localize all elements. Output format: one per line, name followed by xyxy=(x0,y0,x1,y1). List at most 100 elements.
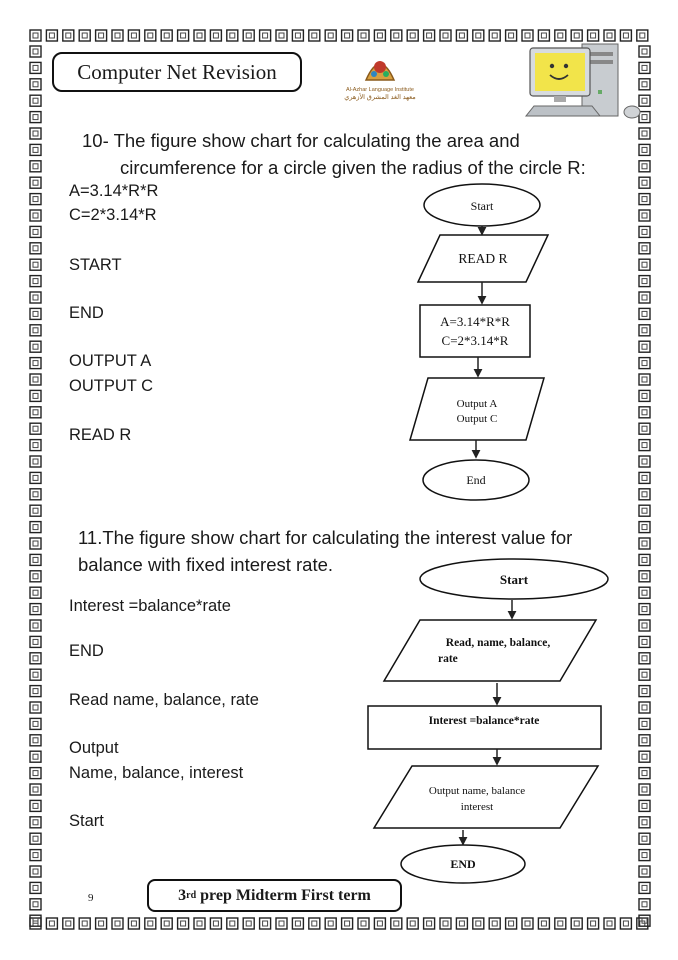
border-tile xyxy=(29,324,42,337)
border-tile xyxy=(29,422,42,435)
border-tile xyxy=(638,438,651,452)
grade-suffix: rd xyxy=(186,890,197,901)
border-tile xyxy=(29,143,42,157)
border-tile xyxy=(308,29,321,42)
border-tile xyxy=(258,917,272,930)
border-tile xyxy=(570,917,583,930)
border-tile xyxy=(638,209,651,222)
step-item: OUTPUT A xyxy=(69,352,152,370)
border-tile xyxy=(193,917,206,930)
border-tile xyxy=(340,29,354,42)
border-tile xyxy=(29,176,42,189)
border-tile xyxy=(638,160,651,173)
border-tile xyxy=(638,668,651,681)
flowchart-process-box xyxy=(419,304,531,358)
border-tile xyxy=(29,291,42,304)
border-tile xyxy=(521,29,534,42)
border-tile xyxy=(638,61,651,75)
border-tile xyxy=(29,750,42,763)
border-tile xyxy=(638,373,651,386)
question-text: The figure show chart for calculating th… xyxy=(113,130,520,151)
flowchart-read-label: rate xyxy=(438,653,458,665)
border-tile xyxy=(638,225,651,239)
step-item: Interest =balance*rate xyxy=(69,597,231,615)
border-tile xyxy=(29,914,42,927)
border-tile xyxy=(29,537,42,550)
border-tile xyxy=(619,29,633,42)
border-tile xyxy=(638,799,651,813)
border-tile xyxy=(29,356,42,370)
border-tile xyxy=(127,917,141,930)
border-tile xyxy=(638,553,651,567)
border-tile xyxy=(586,917,600,930)
border-tile xyxy=(638,783,651,796)
border-tile xyxy=(209,917,223,930)
step-item: Start xyxy=(69,812,104,830)
border-tile xyxy=(242,917,255,930)
flowchart-end-label: End xyxy=(466,473,485,487)
border-tile xyxy=(29,832,42,845)
border-tile xyxy=(324,29,337,42)
flowchart-input-parallelogram xyxy=(382,619,598,682)
border-tile xyxy=(439,917,452,930)
border-tile xyxy=(638,78,651,91)
question-number: 11. xyxy=(78,527,103,548)
border-tile xyxy=(193,29,206,42)
flowchart-end-terminator xyxy=(400,844,526,884)
border-tile xyxy=(638,865,651,878)
border-tile xyxy=(29,504,42,517)
flowchart-process-label: C=2*3.14*R xyxy=(442,333,509,348)
border-tile xyxy=(291,917,305,930)
border-tile xyxy=(29,110,42,124)
border-tile xyxy=(488,917,501,930)
border-tile xyxy=(176,917,190,930)
border-tile xyxy=(226,917,239,930)
border-tile xyxy=(586,29,600,42)
border-tile xyxy=(638,422,651,435)
border-tile xyxy=(638,586,651,599)
border-tile xyxy=(488,29,501,42)
border-tile xyxy=(29,242,42,255)
flowchart-output-parallelogram xyxy=(409,377,545,441)
flowchart-read-label: Read, name, balance, xyxy=(446,637,551,649)
border-tile xyxy=(638,848,651,862)
border-tile xyxy=(29,619,42,632)
border-tile xyxy=(29,635,42,649)
border-tile xyxy=(554,29,567,42)
border-tile xyxy=(638,750,651,763)
border-tile xyxy=(455,917,469,930)
border-tile xyxy=(242,29,255,42)
border-tile xyxy=(324,917,337,930)
step-item: END xyxy=(69,304,104,322)
border-tile xyxy=(373,917,387,930)
border-tile xyxy=(638,192,651,206)
border-tile xyxy=(29,701,42,714)
border-tile xyxy=(638,258,651,271)
border-tile xyxy=(111,29,124,42)
border-tile xyxy=(570,29,583,42)
border-tile xyxy=(422,917,436,930)
border-tile xyxy=(390,917,403,930)
border-tile xyxy=(45,917,59,930)
border-tile xyxy=(638,619,651,632)
border-tile xyxy=(29,274,42,288)
flowchart-output-label: Output C xyxy=(457,413,498,425)
step-item: Output xyxy=(69,739,119,757)
border-tile xyxy=(29,602,42,616)
border-tile xyxy=(638,291,651,304)
border-tile xyxy=(638,832,651,845)
border-tile xyxy=(29,816,42,829)
border-tile xyxy=(636,29,649,42)
flowchart-process-box xyxy=(367,705,602,750)
question-text-line2: circumference for a circle given the rad… xyxy=(120,157,586,178)
border-tile xyxy=(209,29,223,42)
step-item: Read name, balance, rate xyxy=(69,691,259,709)
step-item: Name, balance, interest xyxy=(69,764,244,782)
question-10-header: 10- The figure show chart for calculatin… xyxy=(82,127,520,154)
border-tile xyxy=(29,717,42,731)
border-tile xyxy=(29,94,42,107)
flowchart-start-terminator xyxy=(419,558,609,600)
border-tile xyxy=(619,917,633,930)
border-tile xyxy=(638,766,651,780)
